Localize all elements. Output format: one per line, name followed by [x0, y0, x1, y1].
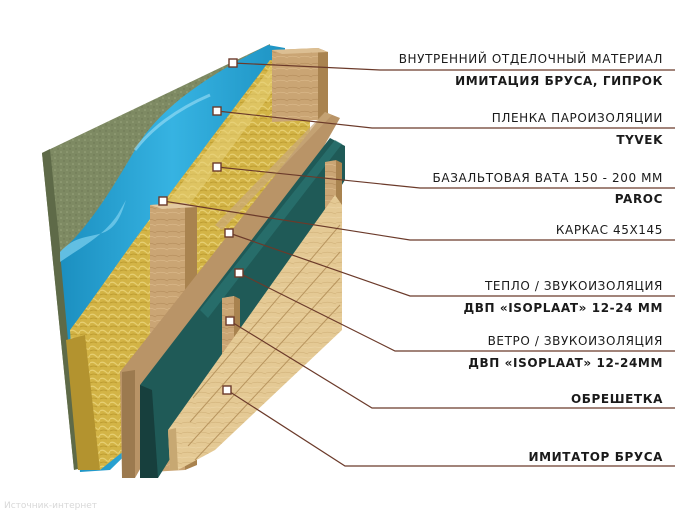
marker-wind-barrier [235, 269, 243, 277]
label-wind-barrier-sub: ДВП «ISOPLAAT» 12-24ММ [468, 356, 663, 370]
label-thermal-fibreboard-sub: ДВП «ISOPLAAT» 12-24 ММ [463, 301, 663, 315]
label-battens: ОБРЕШЕТКА [571, 392, 663, 406]
label-vapour-barrier-sub: TYVEK [616, 133, 663, 147]
marker-thermal-fibreboard [225, 229, 233, 237]
label-interior-finish-sub: ИМИТАЦИЯ БРУСА, ГИПРОК [455, 74, 663, 88]
marker-battens [226, 317, 234, 325]
label-cladding: ИМИТАТОР БРУСА [528, 450, 663, 464]
label-frame: КАРКАС 45Х145 [556, 223, 663, 237]
label-interior-finish: ВНУТРЕННИЙ ОТДЕЛОЧНЫЙ МАТЕРИАЛ [399, 52, 663, 66]
marker-vapour-barrier [213, 107, 221, 115]
label-wind-barrier: ВЕТРО / ЗВУКОИЗОЛЯЦИЯ [488, 334, 663, 348]
label-vapour-barrier: ПЛЕНКА ПАРОИЗОЛЯЦИИ [492, 111, 663, 125]
watermark: Источник-интернет [4, 501, 97, 511]
marker-interior-finish [229, 59, 237, 67]
label-insulation: БАЗАЛЬТОВАЯ ВАТА 150 - 200 ММ [433, 171, 663, 185]
label-thermal-fibreboard: ТЕПЛО / ЗВУКОИЗОЛЯЦИЯ [485, 279, 663, 293]
marker-cladding [223, 386, 231, 394]
marker-frame [159, 197, 167, 205]
label-insulation-sub: PAROC [615, 192, 663, 206]
marker-insulation [213, 163, 221, 171]
